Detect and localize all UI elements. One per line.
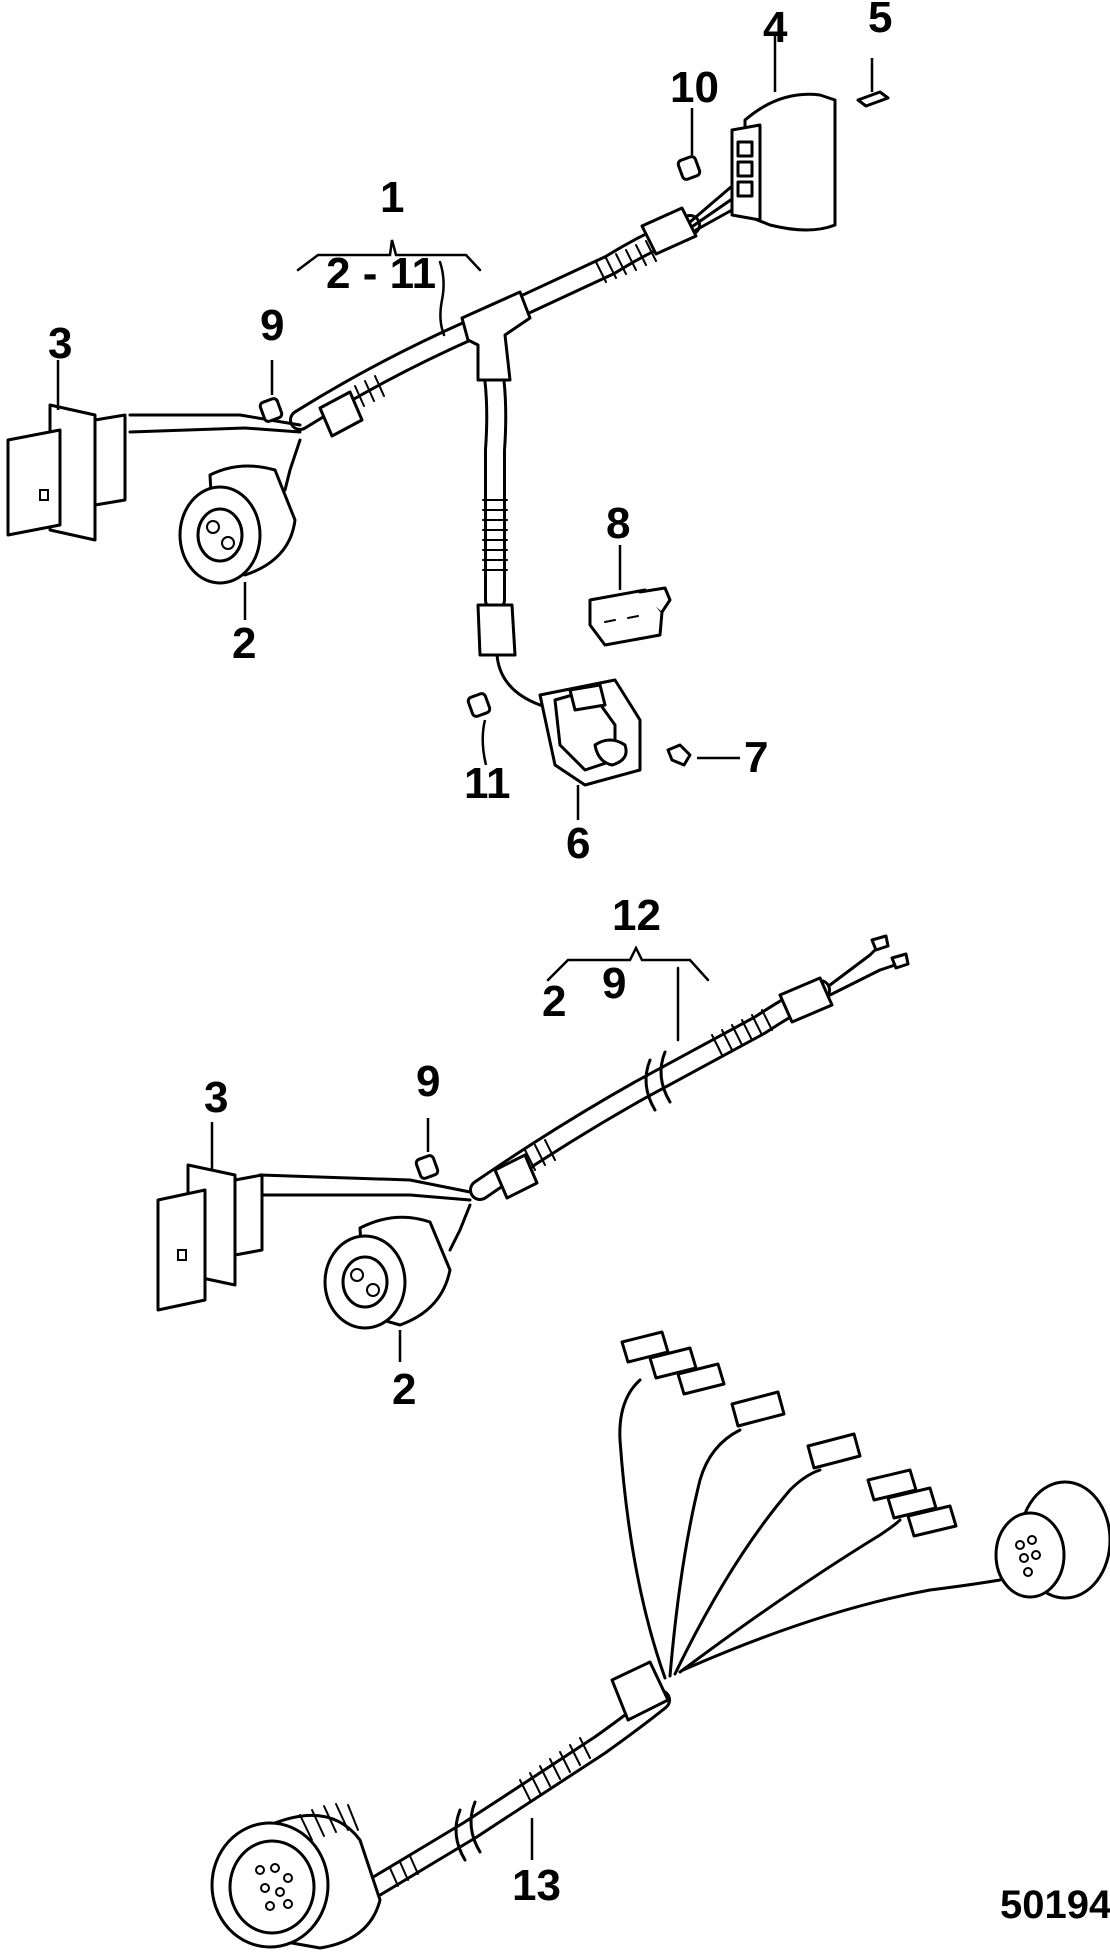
connector-3-middle	[156, 1163, 264, 1312]
callout-12-to: 9	[602, 959, 626, 1008]
part-10-seal	[676, 155, 702, 181]
part-5-clip	[856, 90, 890, 108]
figure-number: 50194	[1000, 1883, 1110, 1927]
terminal-3	[806, 1432, 862, 1470]
callout-11: 11	[464, 759, 511, 808]
round-connector-left	[210, 1803, 382, 1950]
terminal-2	[730, 1390, 786, 1428]
callout-3-middle: 3	[204, 1073, 228, 1122]
round-connector-right	[994, 1480, 1110, 1600]
terminals-group-4	[866, 1468, 958, 1538]
callout-9-top: 9	[260, 301, 284, 350]
callout-7: 7	[744, 733, 768, 782]
callout-1: 1	[380, 173, 404, 222]
callout-2-middle: 2	[392, 1365, 416, 1414]
callout-1-range: 2 - 11	[326, 249, 436, 298]
callout-12: 12	[612, 891, 661, 940]
connector-3-top	[6, 403, 127, 542]
callout-13: 13	[512, 1861, 561, 1910]
connector-2-top	[178, 464, 297, 585]
connector-6	[538, 678, 642, 787]
part-8-fuse	[588, 586, 672, 647]
connector-2-middle	[323, 1215, 452, 1330]
callout-4: 4	[763, 3, 788, 52]
leader-lines-middle	[210, 1118, 430, 1362]
harness-12	[156, 934, 910, 1330]
callout-2-top: 2	[232, 619, 256, 668]
callout-8: 8	[606, 499, 630, 548]
callout-9-middle: 9	[416, 1057, 440, 1106]
part-9-seal-middle	[414, 1154, 440, 1180]
callout-6: 6	[566, 819, 590, 868]
callout-5: 5	[868, 0, 892, 42]
callouts: 4 5 10 1 2 - 11 3 9 8 2 7 11 6 12 2 9 9 …	[48, 0, 1110, 1927]
part-11-seal	[466, 692, 492, 718]
harness-1	[6, 90, 890, 787]
terminals-group-1	[620, 1330, 726, 1396]
connector-4	[730, 92, 837, 232]
part-7-clip	[666, 743, 692, 767]
part-9-seal-top	[258, 397, 284, 423]
callout-10: 10	[670, 63, 719, 112]
callout-12-from: 2	[542, 977, 566, 1026]
harness-13	[210, 1330, 1110, 1950]
callout-3-top: 3	[48, 319, 72, 368]
leader-lines-top	[56, 32, 874, 820]
